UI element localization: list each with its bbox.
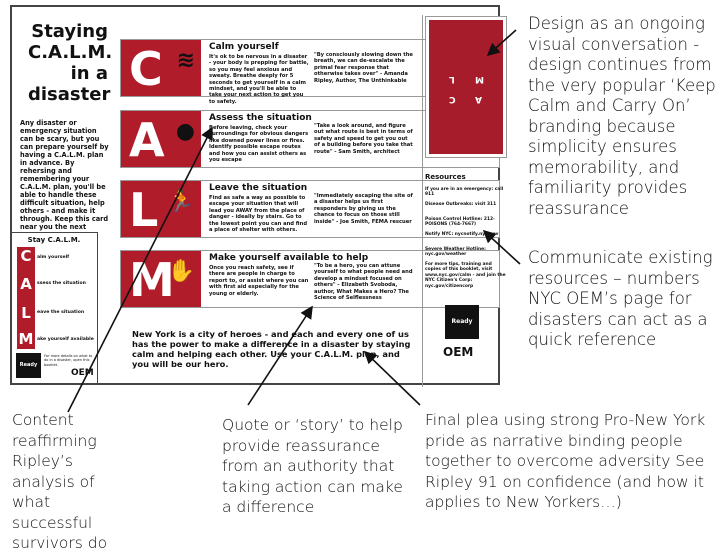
head-lightbulb-icon: ● — [175, 119, 195, 144]
resource-item: Disease Outbreaks: visit 311 — [425, 202, 497, 207]
card-item: alm yourself — [37, 255, 70, 260]
resource-item: Severe Weather Hotline: nyc.gov/weather — [425, 247, 486, 258]
resources-panel: L M C A Resources If you are in an emerg… — [422, 15, 509, 387]
helping-hand-icon: ✋ — [167, 259, 195, 284]
card-red-strip — [17, 247, 35, 349]
letter-block: M✋ — [121, 251, 201, 307]
card-note: For more details on what to do in a disa… — [44, 354, 93, 367]
calm-row-l: L 🏃 Leave the situation Find as safe a wa… — [120, 180, 500, 238]
running-person-icon: 🏃 — [167, 189, 195, 214]
row-body: It's ok to be nervous in a disaster - yo… — [209, 54, 309, 105]
resource-item: If you are in an emergency: call 911 — [425, 187, 504, 198]
card-letter: M — [18, 330, 34, 348]
row-body: Once you reach safety, see if there are … — [209, 265, 309, 297]
row-heading: Calm yourself — [209, 42, 279, 52]
ready-logo: Ready — [445, 305, 479, 339]
row-body: Before leaving, check your surroundings … — [209, 125, 309, 164]
ready-logo: Ready — [16, 353, 41, 378]
row-body: Find as safe a way as possible to escape… — [209, 195, 308, 234]
letter-block: A● — [121, 111, 201, 167]
card-title: Stay C.A.L.M. — [27, 236, 81, 244]
annotation-arrows — [67, 29, 521, 413]
calm-pocket-card: Stay C.A.L.M. C alm yourself A ssess the… — [10, 232, 98, 384]
row-quote: "Immediately escaping the site of a disa… — [314, 193, 413, 225]
resource-item: Notify NYC: nycnotify.nyc.gov — [425, 232, 499, 237]
row-heading: Leave the situation — [209, 183, 308, 193]
arrow-resources — [482, 229, 521, 265]
card-letter: L — [21, 304, 31, 322]
card-item: ake yourself available — [37, 337, 94, 342]
arrow-content — [67, 126, 213, 413]
calm-cover-block: L M C A — [425, 16, 507, 158]
oem-logo: OEM — [71, 368, 94, 378]
oem-logo: OEM — [443, 345, 474, 359]
wind-icon: ≋ — [176, 48, 195, 73]
card-item: eave the situation — [37, 310, 85, 315]
arrow-design — [486, 29, 517, 57]
letter-block: C≋ — [121, 40, 201, 96]
letter: M — [129, 253, 175, 307]
arrow-quote — [247, 305, 313, 406]
letter: L — [129, 183, 159, 237]
poster-intro: Any disaster or emergency situation can … — [20, 119, 109, 231]
annotation-design: Design as an ongoing visual conversation… — [528, 14, 716, 218]
annotation-plea: Final plea using strong Pro-New York pri… — [425, 411, 706, 511]
card-letter: A — [20, 275, 32, 293]
annotation-resources: Communicate existing resources – numbers… — [528, 248, 713, 349]
poster-title: Staying C.A.L.M. in a disaster — [28, 21, 113, 105]
plea-text: New York is a city of heroes - and each … — [132, 329, 411, 369]
annotation-quote: Quote or ‘story’ to help provide reassur… — [222, 416, 403, 516]
letter: C — [129, 42, 163, 96]
row-heading: Assess the situation — [209, 113, 312, 123]
arrow-plea — [363, 350, 421, 406]
card-letter: C — [20, 247, 32, 265]
row-quote: "By consciously slowing down the breath,… — [314, 52, 413, 84]
resource-item: Poison Control Hotline: 212-POISONS (764… — [425, 217, 495, 228]
row-quote: "To be a hero, you can attune yourself t… — [314, 263, 413, 302]
resources-title: Resources — [425, 173, 466, 181]
poster: Staying C.A.L.M. in a disaster Any disas… — [10, 5, 507, 387]
letter: A — [129, 113, 165, 167]
resource-item: For more tips, training and copies of th… — [425, 262, 506, 289]
row-heading: Make yourself available to help — [209, 253, 369, 263]
calm-row-m: M✋ Make yourself available to help Once … — [120, 250, 500, 308]
row-quote: "Take a look around, and figure out what… — [314, 123, 413, 155]
card-item: ssess the situation — [37, 281, 86, 286]
